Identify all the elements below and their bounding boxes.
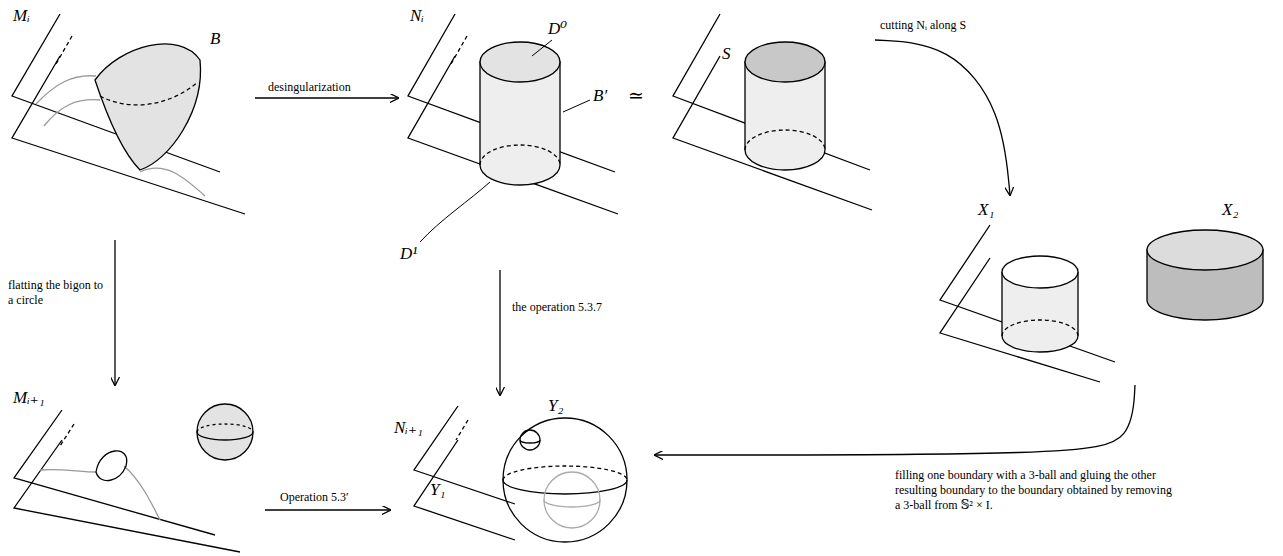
arrow-label: cutting Nᵢ along S	[880, 18, 966, 33]
cylinder-back	[480, 145, 560, 165]
tube-back	[1002, 320, 1078, 336]
small-sphere	[520, 430, 540, 450]
gray-curve	[44, 100, 100, 126]
panel-label: Mᵢ	[13, 7, 30, 26]
disk-top	[480, 42, 560, 82]
figure-panel: Nᵢ₊₁ Y₁ Y₂	[390, 395, 655, 545]
panel-label: X₁	[978, 201, 994, 220]
leader-line	[532, 40, 552, 56]
arrow-label: flatting the bigon to a circle	[8, 278, 103, 308]
arrow-label: desingularization	[268, 80, 351, 95]
panel-label: Y₂	[548, 397, 563, 416]
gray-curve	[40, 469, 96, 472]
panel-label: Nᵢ	[410, 7, 424, 26]
sphere	[503, 418, 627, 542]
gray-curve	[140, 168, 205, 196]
arrow-label: the operation 5.3.7	[512, 300, 602, 315]
arrow	[875, 40, 1010, 195]
cylinder-back	[745, 130, 825, 150]
panel-label: Nᵢ₊₁	[394, 419, 423, 438]
panel-label: B	[210, 30, 220, 49]
gray-curve	[124, 466, 160, 520]
panel-label: Y₁	[430, 481, 445, 500]
panel-label: D⁰	[548, 20, 567, 39]
sheet	[14, 440, 240, 552]
arrow	[265, 509, 390, 510]
inner-sphere-equator	[544, 500, 600, 507]
panel-label: Mᵢ₊₁	[13, 389, 45, 408]
sheet	[414, 440, 515, 540]
circle-curve	[96, 451, 127, 481]
small-sphere-equator	[520, 440, 540, 443]
hidden-edge	[60, 424, 74, 446]
hidden-edge	[456, 420, 468, 440]
figure-panel: S	[660, 5, 875, 210]
arrow	[255, 97, 398, 98]
leader-line	[563, 100, 590, 112]
bigon-back	[100, 82, 198, 105]
sheet	[414, 406, 515, 504]
figure-panel: Mᵢ₊₁	[5, 385, 265, 550]
hidden-edge	[451, 36, 467, 64]
cylinder-top	[1147, 230, 1263, 270]
figure-panel: MᵢB	[5, 5, 255, 240]
hidden-edge	[56, 36, 72, 64]
arrow	[499, 270, 500, 395]
figure-panel: NᵢD⁰ B′ D¹	[398, 5, 623, 270]
panel-label: X₂	[1222, 201, 1238, 220]
sphere	[197, 404, 253, 460]
panel-label: D¹	[400, 245, 417, 264]
equivalence-sign: ≃	[628, 86, 644, 105]
sheet	[673, 14, 870, 170]
sphere-equator-back	[197, 424, 253, 432]
figure-panel: X₁ X₂	[920, 195, 1270, 385]
sheet	[14, 410, 215, 535]
panel-label: B′	[593, 87, 607, 106]
arrow-label: Operation 5.3′	[280, 490, 349, 505]
arrow	[114, 240, 115, 385]
surface-top	[745, 42, 825, 82]
inner-sphere	[544, 472, 600, 528]
arrow	[655, 385, 1135, 455]
tube-top	[1002, 256, 1078, 288]
arrow-label: filling one boundary with a 3-ball and g…	[895, 468, 1180, 513]
bigon	[95, 44, 200, 170]
sphere-equator	[197, 432, 253, 440]
leader-line	[420, 182, 490, 242]
panel-label: S	[722, 45, 731, 64]
sphere-equator	[503, 480, 627, 494]
